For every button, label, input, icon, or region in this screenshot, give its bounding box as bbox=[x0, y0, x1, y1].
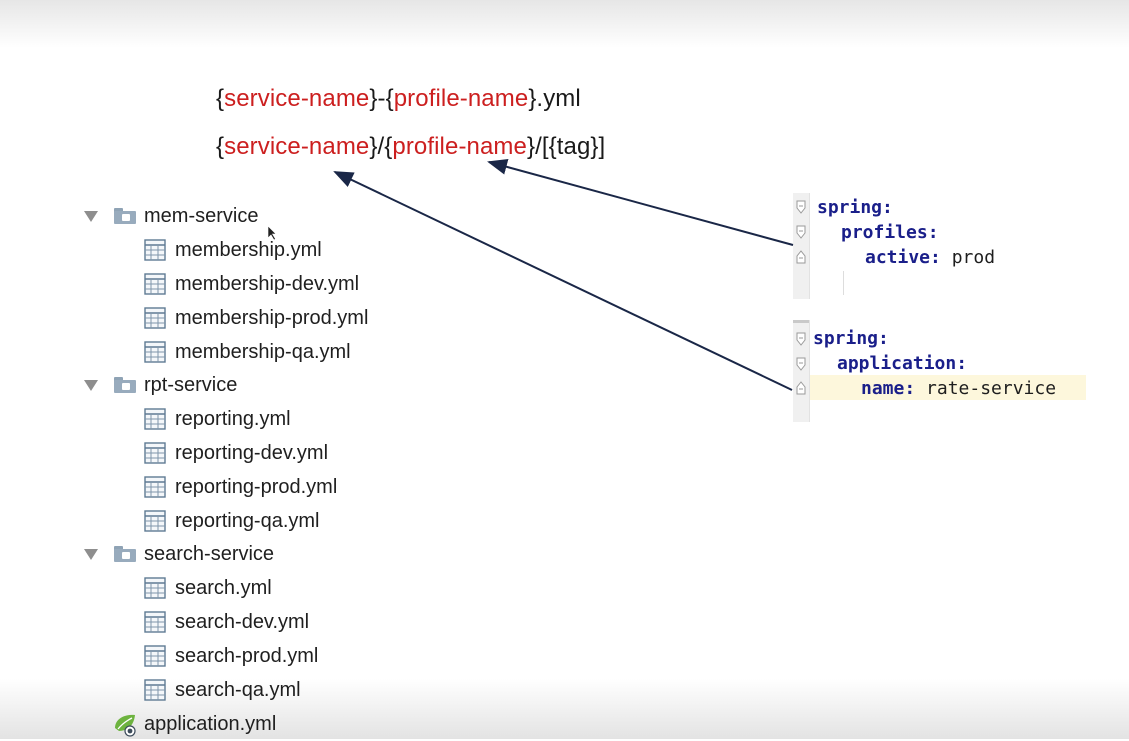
pattern-text: { bbox=[216, 133, 225, 160]
tree-file[interactable]: membership.yml bbox=[144, 233, 322, 267]
pattern-line-profile-yml: {service-name}-{profile-name}.yml bbox=[216, 85, 581, 113]
chevron-down-icon[interactable] bbox=[84, 210, 98, 222]
line-highlight bbox=[809, 375, 1086, 400]
yaml-value: rate-service bbox=[915, 378, 1057, 399]
tree-folder-search-service[interactable]: search-service bbox=[84, 537, 274, 571]
tree-file[interactable]: membership-dev.yml bbox=[144, 267, 359, 301]
yaml-key: profiles: bbox=[841, 222, 939, 243]
yaml-file-icon bbox=[144, 476, 166, 498]
bottom-shade bbox=[0, 679, 1129, 739]
fold-marker-icon bbox=[796, 200, 806, 214]
fold-marker-icon bbox=[796, 357, 806, 371]
tree-file[interactable]: reporting.yml bbox=[144, 402, 291, 436]
file-label: reporting-qa.yml bbox=[175, 509, 320, 532]
chevron-down-icon[interactable] bbox=[84, 548, 98, 560]
pattern-line-path: {service-name}/{profile-name}/[{tag}] bbox=[216, 133, 605, 161]
code-line: application: bbox=[837, 351, 967, 376]
yaml-file-icon bbox=[144, 408, 166, 430]
file-label: search-prod.yml bbox=[175, 644, 319, 667]
fold-marker-icon bbox=[796, 250, 806, 264]
pattern-var-profile-name: profile-name bbox=[392, 133, 527, 160]
file-label: membership.yml bbox=[175, 238, 322, 261]
file-label: reporting.yml bbox=[175, 407, 291, 430]
folder-icon bbox=[114, 546, 136, 562]
code-line: name: rate-service bbox=[861, 376, 1056, 401]
pattern-text: }/[{tag}] bbox=[526, 133, 606, 160]
folder-icon bbox=[114, 377, 136, 393]
yaml-file-icon bbox=[144, 341, 166, 363]
yaml-value: prod bbox=[940, 247, 996, 268]
file-label: reporting-prod.yml bbox=[175, 475, 338, 498]
tree-file[interactable]: search-qa.yml bbox=[144, 673, 301, 707]
tree-file[interactable]: reporting-prod.yml bbox=[144, 470, 337, 504]
file-label: search-qa.yml bbox=[175, 678, 301, 701]
file-label: search.yml bbox=[175, 576, 272, 599]
yaml-key: active: bbox=[865, 247, 941, 268]
yaml-key: name: bbox=[861, 378, 916, 399]
yaml-file-icon bbox=[144, 577, 166, 599]
folder-icon bbox=[114, 208, 136, 224]
pattern-var-service-name: service-name bbox=[224, 133, 370, 160]
arrow-profile-to-pattern bbox=[487, 159, 794, 246]
tree-file[interactable]: reporting-dev.yml bbox=[144, 436, 328, 470]
tree-file[interactable]: reporting-qa.yml bbox=[144, 504, 320, 538]
tree-file[interactable]: search-prod.yml bbox=[144, 639, 318, 673]
fold-marker-icon bbox=[796, 381, 806, 395]
arrow-name-to-pattern bbox=[333, 171, 793, 391]
file-label: search-dev.yml bbox=[175, 610, 310, 633]
tree-folder-mem-service[interactable]: mem-service bbox=[84, 199, 258, 233]
file-label: membership-prod.yml bbox=[175, 306, 369, 329]
code-line: active: prod bbox=[865, 245, 995, 270]
yaml-file-icon bbox=[144, 307, 166, 329]
top-shade bbox=[0, 0, 1129, 48]
yaml-key: spring: bbox=[817, 197, 893, 218]
yaml-file-icon bbox=[144, 679, 166, 701]
yaml-file-icon bbox=[144, 611, 166, 633]
tree-file-application[interactable]: application.yml bbox=[112, 707, 276, 741]
tree-file[interactable]: membership-prod.yml bbox=[144, 301, 368, 335]
snippet-edge bbox=[793, 320, 809, 323]
file-label: membership-qa.yml bbox=[175, 340, 351, 363]
code-line: profiles: bbox=[841, 220, 939, 245]
tree-file[interactable]: membership-qa.yml bbox=[144, 335, 351, 369]
fold-marker-icon bbox=[796, 332, 806, 346]
pattern-text: }-{ bbox=[369, 85, 394, 112]
folder-label: rpt-service bbox=[144, 373, 238, 396]
yaml-key: spring: bbox=[813, 328, 889, 349]
yaml-file-icon bbox=[144, 510, 166, 532]
pattern-var-profile-name: profile-name bbox=[393, 85, 529, 112]
yaml-file-icon bbox=[144, 442, 166, 464]
editor-gutter bbox=[793, 320, 810, 422]
mouse-cursor-icon bbox=[267, 225, 277, 241]
spring-leaf-icon bbox=[115, 714, 136, 737]
pattern-var-service-name: service-name bbox=[224, 85, 370, 112]
yaml-file-icon bbox=[144, 273, 166, 295]
pattern-text: }.yml bbox=[528, 85, 581, 112]
code-line: spring: bbox=[813, 326, 889, 351]
indent-guide bbox=[843, 271, 844, 295]
code-snippet-application: spring: application: name: rate-service bbox=[793, 320, 1093, 422]
fold-marker-icon bbox=[796, 225, 806, 239]
editor-gutter bbox=[793, 193, 810, 299]
file-label: application.yml bbox=[144, 712, 277, 735]
tree-file[interactable]: search.yml bbox=[144, 571, 272, 605]
file-label: membership-dev.yml bbox=[175, 272, 360, 295]
tree-folder-rpt-service[interactable]: rpt-service bbox=[84, 368, 237, 402]
folder-label: mem-service bbox=[144, 204, 259, 227]
yaml-file-icon bbox=[144, 645, 166, 667]
file-label: reporting-dev.yml bbox=[175, 441, 329, 464]
chevron-down-icon[interactable] bbox=[84, 379, 98, 391]
tree-file[interactable]: search-dev.yml bbox=[144, 605, 309, 639]
code-snippet-profiles: spring: profiles: active: prod bbox=[793, 193, 1093, 299]
pattern-text: { bbox=[216, 85, 225, 112]
yaml-file-icon bbox=[144, 239, 166, 261]
yaml-key: application: bbox=[837, 353, 968, 374]
folder-label: search-service bbox=[144, 542, 275, 565]
code-line: spring: bbox=[817, 195, 893, 220]
pattern-text: }/{ bbox=[369, 133, 393, 160]
